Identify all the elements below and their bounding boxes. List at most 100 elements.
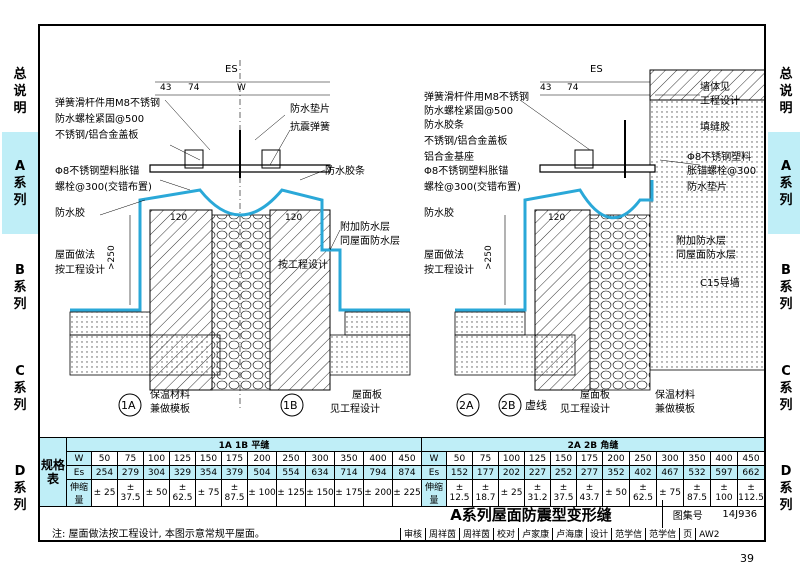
right-detail [454,69,766,391]
row-label-es: Es [66,465,92,480]
es1-cell-7: 554 [276,465,306,480]
left-slab-b [329,334,411,376]
es2-cell-3: 227 [524,465,551,480]
sidebar-left-item-0[interactable]: 总说明 [2,60,38,122]
left-label-r3: 防水胶条 [325,164,365,177]
left-dim-43: 43 [160,83,171,93]
right-marker-2b-text: 2B [501,399,516,412]
d2-cell-6: ± 50 [602,479,630,507]
d1-cell-8: ± 150 [305,479,335,507]
es2-cell-5: 277 [576,465,603,480]
left-label-l7: 屋面做法 [55,248,95,261]
left-detail [69,60,411,410]
d1-cell-9: ± 175 [334,479,364,507]
w2-cell-6: 200 [602,451,630,466]
sidebar-char: 系 [779,381,793,396]
sign-cell-4: 卢家康 [518,528,552,542]
left-bracket-a [184,149,204,169]
es1-cell-8: 634 [305,465,335,480]
right-dim-43: 43 [540,83,551,93]
sidebar-char: B [15,263,25,278]
es1-cell-3: 329 [169,465,196,480]
es1-cell-4: 354 [195,465,222,480]
sidebar-char: 列 [13,498,27,513]
sidebar-char: 说 [13,84,27,99]
left-upstand-b [269,209,331,391]
sign-cell-8: 范学信 [645,528,679,542]
left-marker-1a [118,393,142,417]
right-label-r5: 胀锚螺栓@300 [687,164,756,177]
atlas-label: 图集号 [672,510,703,522]
sidebar-char: 系 [13,481,27,496]
right-bracket [574,149,594,169]
left-bracket-b [261,149,281,169]
es2-cell-0: 152 [446,465,473,480]
right-marker-2b [498,393,522,417]
d1-cell-11: ± 225 [392,479,422,507]
right-marker-2a [456,393,480,417]
right-label-r8: 同屋面防水层 [676,248,736,261]
d1-cell-10: ± 200 [363,479,393,507]
es1-cell-5: 379 [221,465,248,480]
left-roof-layer-b [344,311,411,336]
right-label-b2: 见工程设计 [560,402,610,415]
left-label-b2: 兼做模板 [150,402,190,415]
es2-cell-6: 352 [602,465,630,480]
sidebar-char: 列 [13,297,27,312]
sidebar-char: 列 [13,398,27,413]
right-upstand [534,209,591,391]
sidebar-char: 系 [13,381,27,396]
es1-cell-9: 714 [334,465,364,480]
left-label-l8: 按工程设计 [55,263,105,276]
w2-cell-11: 450 [737,451,765,466]
left-label-b4: 见工程设计 [330,402,380,415]
left-dim-w: W [237,83,246,93]
right-label-b3: 保温材料 [655,388,695,401]
group2-title: 角缝 [600,441,619,451]
row-label-es2: Es [421,465,447,480]
right-dashed-note: 虚线 [525,398,547,412]
es2-cell-9: 532 [683,465,711,480]
sign-cell-2: 周祥茵 [459,528,493,542]
left-label-r2: 抗震弹簧 [290,120,330,133]
w-cell-1: 75 [117,451,144,466]
w2-cell-1: 75 [472,451,499,466]
right-label-b1: 屋面板 [580,388,610,401]
right-label-l5: 铝合金基座 [424,150,474,163]
sidebar-right-item-0[interactable]: 总说明 [768,60,800,122]
sidebar-char: A [780,159,792,174]
group1-marker-a: 1A [218,441,232,451]
right-label-r1: 墙体见 [700,80,730,93]
left-label-l5: 螺栓@300(交错布置) [55,180,152,193]
sidebar-char: A [14,159,26,174]
right-label-r7: 附加防水层 [676,234,726,247]
right-label-l6: Φ8不锈钢塑料胀锚 [424,164,508,177]
drawing-title: A系列屋面防震型变形缝 [450,505,612,524]
sidebar-char: 系 [13,280,27,295]
atlas-number: 14J936 [722,508,758,520]
es2-cell-8: 467 [656,465,684,480]
left-dim-120b: 120 [285,213,302,223]
group2-marker-a: 2A [567,441,581,451]
left-dim-250: >250 [107,245,117,270]
sidebar-char: B [781,263,791,278]
d1-cell-2: ± 50 [143,479,170,507]
right-label-l8: 防水胶 [424,206,454,219]
w2-cell-10: 400 [710,451,738,466]
left-label-b1: 保温材料 [150,388,190,401]
left-labels: ES 43 74 W >250 120 120 弹簧滑杆件用M8不锈钢 防水螺栓… [55,64,400,417]
footnote: 注: 屋面做法按工程设计, 本图示意常规平屋面。 [52,529,265,540]
sign-cell-3: 校对 [493,528,518,542]
sidebar-char: 系 [779,280,793,295]
d1-cell-5: ± 87.5 [221,479,248,507]
left-label-r1: 防水垫片 [290,102,330,115]
group2-marker-b: 2B [584,441,598,451]
